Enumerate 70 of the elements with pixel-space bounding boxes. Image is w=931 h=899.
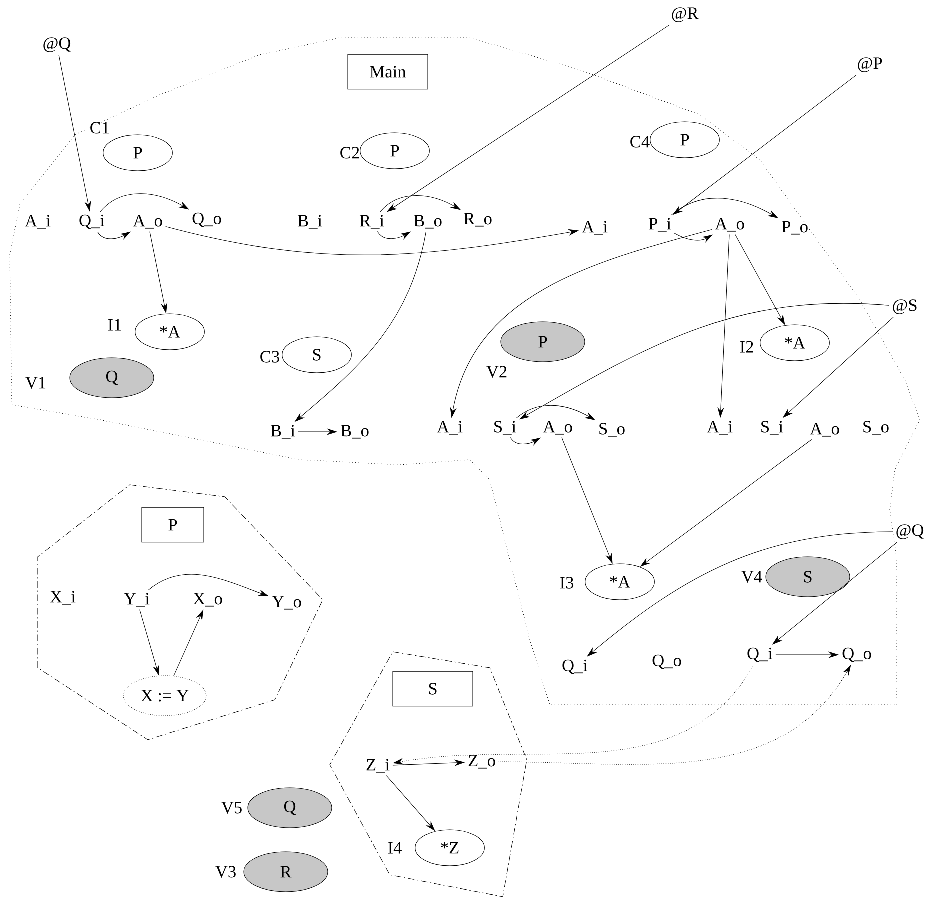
port-label: A_o — [133, 215, 162, 229]
ellipse-node: *A — [135, 314, 205, 350]
port-label: @Q — [44, 38, 71, 52]
node-caption: I4 — [388, 842, 402, 854]
port-label: A_o — [715, 218, 744, 232]
node-caption: V2 — [486, 366, 507, 378]
node-caption: V3 — [216, 866, 236, 878]
node-caption: C1 — [90, 122, 110, 134]
ellipse-node: S — [282, 336, 352, 374]
port-label: A_o — [543, 421, 572, 435]
port-label: B_o — [341, 425, 369, 439]
port-label: Q_o — [192, 212, 222, 228]
port-label: Z_o — [468, 755, 496, 769]
port-label: Q_i — [748, 648, 773, 662]
ellipse-node: P — [500, 322, 586, 362]
ellipse-node: P — [360, 132, 430, 170]
port-label: A_i — [437, 421, 463, 435]
port-label: Y_o — [272, 596, 302, 610]
region-outline — [38, 484, 324, 740]
port-label: A_i — [707, 421, 733, 435]
port-label: Q_o — [652, 654, 682, 670]
node-caption: C4 — [630, 136, 650, 148]
port-label: A_i — [582, 221, 608, 235]
port-label: A_o — [810, 423, 840, 437]
port-label: Z_i — [366, 759, 390, 773]
ellipse-node: X := Y — [123, 676, 207, 716]
ellipse-node: S — [766, 556, 850, 598]
ellipse-node: *A — [585, 564, 655, 600]
node-caption: C3 — [260, 351, 280, 363]
title-box: Main — [348, 54, 428, 90]
port-label: Q_o — [842, 648, 872, 662]
port-label: Q_i — [80, 214, 105, 230]
port-label: B_i — [270, 425, 296, 439]
ellipse-node: R — [244, 852, 328, 892]
port-label: P_o — [782, 221, 808, 235]
region-outline — [330, 652, 528, 898]
node-caption: V4 — [742, 571, 762, 583]
node-caption: I1 — [108, 319, 122, 331]
port-label: X_o — [193, 593, 222, 607]
ellipse-node: Q — [70, 358, 154, 398]
port-label: S_i — [494, 421, 516, 435]
ellipse-node: P — [650, 122, 720, 158]
arrow — [587, 532, 894, 657]
port-label: R_i — [360, 215, 384, 229]
port-label: Q_i — [562, 660, 588, 674]
ellipse-node: P — [103, 134, 173, 172]
node-caption: C2 — [340, 147, 360, 159]
ellipse-node: *Z — [415, 830, 485, 866]
port-label: S_o — [600, 423, 625, 437]
port-label: Y_i — [124, 593, 150, 607]
port-label: @P — [858, 58, 882, 72]
port-label: B_o — [414, 215, 442, 229]
port-label: S_i — [762, 421, 784, 435]
port-label: @Q — [896, 524, 924, 540]
port-label: A_i — [25, 215, 51, 229]
node-caption: V1 — [26, 377, 46, 389]
port-label: @R — [672, 8, 699, 22]
node-caption: I2 — [740, 341, 754, 353]
title-box: P — [142, 507, 204, 543]
port-label: R_o — [464, 213, 492, 227]
port-label: P_i — [648, 218, 672, 232]
ellipse-node: Q — [248, 788, 332, 828]
node-caption: I3 — [560, 577, 574, 589]
node-caption: V5 — [222, 802, 242, 814]
ellipse-node: *A — [760, 324, 830, 362]
port-label: X_i — [50, 591, 76, 605]
port-label: @S — [893, 300, 917, 314]
title-box: S — [392, 671, 474, 707]
port-label: B_i — [298, 215, 322, 229]
port-label: S_o — [864, 421, 889, 435]
